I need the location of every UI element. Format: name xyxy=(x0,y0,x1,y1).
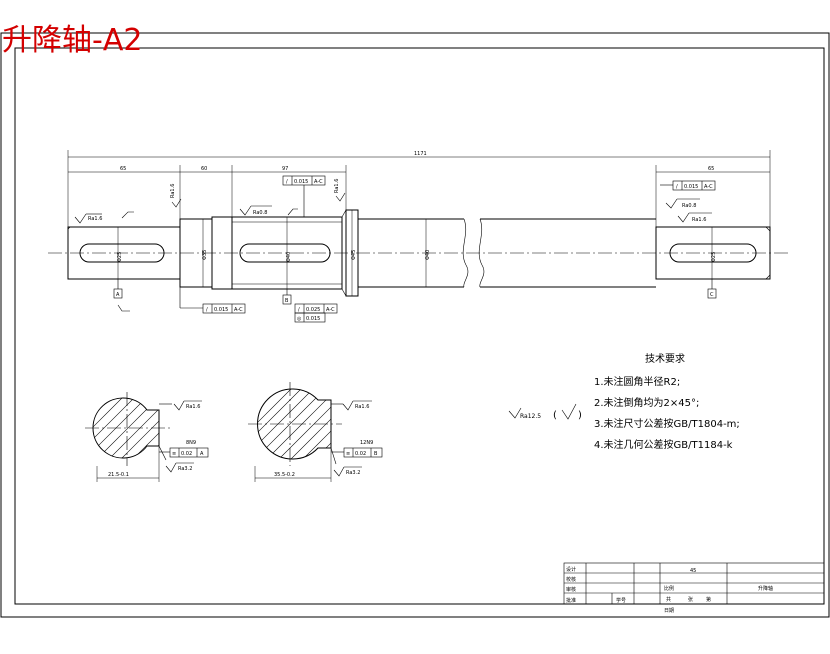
svg-text:/: / xyxy=(676,184,678,190)
tol-frame-6-datum: A xyxy=(200,451,204,457)
section-right-ra2: Ra3.2 xyxy=(346,470,360,476)
dim-seg4: 65 xyxy=(708,166,714,172)
svg-text:(: ( xyxy=(553,410,557,421)
shaft-main-view xyxy=(48,209,790,297)
svg-text:): ) xyxy=(578,410,582,421)
datum-markers: A B C xyxy=(113,208,717,312)
technical-requirements: 技术要求 1.未注圆角半径R2; 2.未注倒角均为2×45°; 3.未注尺寸公差… xyxy=(594,352,740,451)
svg-text:≡: ≡ xyxy=(346,451,350,457)
svg-text:/: / xyxy=(206,307,208,313)
roughness-5: Ra0.8 xyxy=(682,203,696,209)
dim-d-mid: Φ40 xyxy=(286,252,292,262)
tb-student: 学号 xyxy=(616,597,626,604)
drawing-title: 升降轴-A2 xyxy=(2,23,142,58)
general-roughness: Ra12.5 ( ) xyxy=(508,403,582,421)
tol-frame-7-datum: B xyxy=(374,451,378,457)
check-symbol xyxy=(561,403,577,420)
tb-approve: 批准 xyxy=(566,597,576,604)
tb-page: 第 xyxy=(706,596,711,603)
tol-frame-2-value: 0.015 xyxy=(684,184,698,190)
section-left-ra: Ra1.6 xyxy=(186,404,200,410)
roughness-1: Ra1.6 xyxy=(88,216,102,222)
section-left-ra2: Ra3.2 xyxy=(178,466,192,472)
svg-text:◎: ◎ xyxy=(297,316,302,322)
right-keyway xyxy=(669,243,757,263)
dim-seg3: 97 xyxy=(282,166,288,172)
title-block: 设计 校核 审核 批准 学号 45 比例 升降轴 共 张 第 日期 xyxy=(563,562,825,614)
section-left-width: 21.5-0.1 xyxy=(108,472,129,478)
tb-date: 日期 xyxy=(664,608,674,614)
roughness-3: Ra1.6 xyxy=(170,184,176,198)
svg-text:/: / xyxy=(286,179,288,185)
tol-frame-4-datum: A-C xyxy=(326,307,335,313)
tech-req-item-1: 1.未注圆角半径R2; xyxy=(594,375,680,388)
tol-frame-5-value: 0.015 xyxy=(306,316,320,322)
tb-design: 设计 xyxy=(566,566,576,573)
section-view-right: 35.5-0.2 Ra1.6 Ra3.2 12N9 ≡ 0.02 B xyxy=(248,382,383,482)
dim-seg2: 60 xyxy=(201,166,207,172)
dim-d-collar: Φ45 xyxy=(351,250,357,260)
tol-frame-7-value: 0.02 xyxy=(355,451,366,457)
svg-text:/: / xyxy=(298,307,300,313)
roughness-2: Ra0.8 xyxy=(253,210,267,216)
break-line-right xyxy=(478,218,485,288)
dim-d-left: Φ25 xyxy=(117,252,123,262)
roughness-6: Ra1.6 xyxy=(692,217,706,223)
roughness-symbols: Ra1.6 Ra0.8 Ra1.6 Ra1.6 Ra0.8 Ra1.6 xyxy=(74,179,712,224)
tolerance-frames: / 0.015 A-C / 0.015 A-C / 0.015 A-C / 0.… xyxy=(179,175,716,323)
tb-review: 审核 xyxy=(566,586,576,593)
datum-a: A xyxy=(116,292,120,298)
dim-overall: 1171 xyxy=(414,151,427,157)
tech-req-item-4: 4.未注几何公差按GB/T1184-k xyxy=(594,438,733,451)
tech-req-heading: 技术要求 xyxy=(645,352,685,365)
tech-req-item-2: 2.未注倒角均为2×45°; xyxy=(594,396,699,409)
section-left-key: 8N9 xyxy=(186,440,196,446)
tb-scale: 比例 xyxy=(664,585,674,592)
tol-frame-3-datum: A-C xyxy=(234,307,243,313)
tb-sheet: 张 xyxy=(688,596,693,603)
tb-total: 共 xyxy=(666,596,671,603)
section-right-key: 12N9 xyxy=(360,440,373,446)
tech-req-item-3: 3.未注尺寸公差按GB/T1804-m; xyxy=(594,417,740,430)
section-right-width: 35.5-0.2 xyxy=(274,472,295,478)
tb-part-name: 升降轴 xyxy=(758,585,773,592)
break-line-left xyxy=(462,218,469,288)
left-keyway xyxy=(79,243,165,263)
dim-d-shaft: Φ40 xyxy=(425,250,431,260)
datum-b: B xyxy=(285,298,289,304)
section-right-ra: Ra1.6 xyxy=(355,404,369,410)
tol-frame-1-datum: A-C xyxy=(314,179,323,185)
right-journal xyxy=(655,226,771,280)
tb-check: 校核 xyxy=(566,576,576,583)
outer-frame xyxy=(0,32,830,618)
tol-frame-3-value: 0.015 xyxy=(214,307,228,313)
tol-frame-1-value: 0.015 xyxy=(294,179,308,185)
general-roughness-value: Ra12.5 xyxy=(520,413,541,420)
section-view-left: 21.5-0.1 Ra1.6 Ra3.2 8N9 ≡ 0.02 A xyxy=(85,392,209,482)
dim-d-step: Φ35 xyxy=(202,250,208,260)
dim-seg1: 65 xyxy=(120,166,126,172)
tb-material: 45 xyxy=(690,568,696,574)
dim-d-right: Φ25 xyxy=(711,252,717,262)
tol-frame-4-value: 0.025 xyxy=(306,307,320,313)
svg-text:≡: ≡ xyxy=(172,451,176,457)
dimension-lines: 1171 65 60 97 65 Φ25 Φ35 Φ40 Φ45 Φ40 Φ25 xyxy=(67,150,771,296)
datum-c: C xyxy=(710,292,714,298)
roughness-4: Ra1.6 xyxy=(334,179,340,193)
inner-frame xyxy=(14,47,825,605)
tol-frame-6-value: 0.02 xyxy=(181,451,192,457)
tol-frame-2-datum: A-C xyxy=(704,184,713,190)
middle-keyway xyxy=(239,243,331,263)
